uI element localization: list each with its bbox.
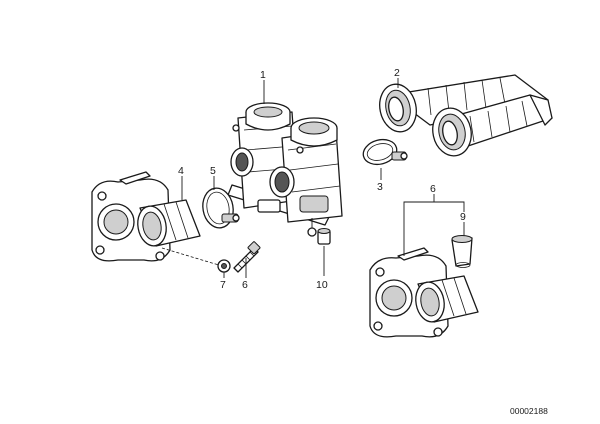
hose-clamp-small-part [202, 187, 240, 229]
intake-bellows-part [379, 74, 553, 157]
callout-5: 5 [210, 165, 216, 177]
intake-stub-part [91, 171, 201, 262]
callout-2: 2 [394, 67, 400, 79]
carburettor-part [227, 102, 343, 237]
callout-6: 6 [242, 279, 248, 291]
callout-7: 7 [220, 279, 226, 291]
callout-3: 3 [377, 181, 383, 193]
callout-1: 1 [260, 69, 266, 81]
intake-stub-lower-part [369, 247, 479, 338]
nut-part [161, 247, 231, 273]
stud-bolt-part [233, 241, 261, 273]
callout-9: 9 [460, 211, 466, 223]
callout-4: 4 [178, 165, 184, 177]
hose-clamp-part [362, 138, 408, 166]
callout-10: 10 [316, 279, 328, 291]
cap-part [317, 228, 331, 245]
drawing-code: 00002188 [510, 406, 548, 416]
rubber-cap-part [451, 235, 473, 268]
callout-8: 6 [430, 183, 436, 195]
